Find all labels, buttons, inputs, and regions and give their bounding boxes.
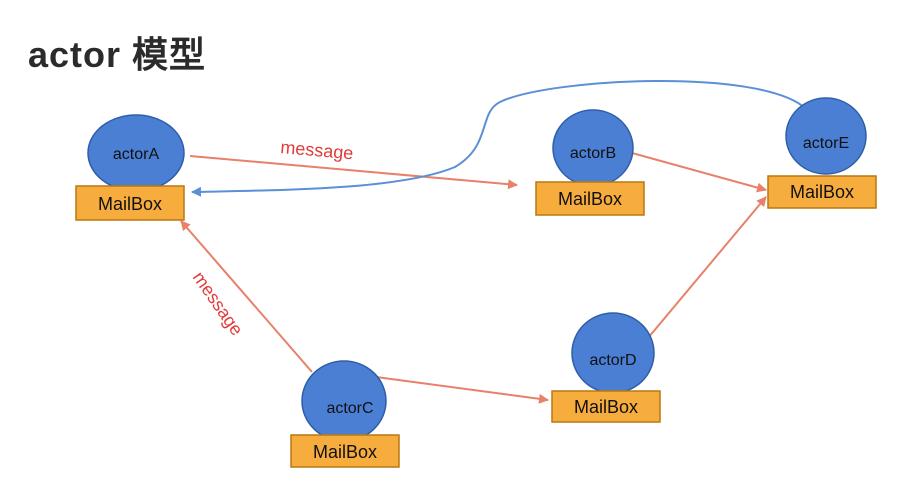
- arrow-actore-to-actora-reply: [191, 79, 806, 197]
- actor-node-b: actorB MailBox: [535, 109, 645, 216]
- arrow-actorc-to-actora: [180, 220, 313, 373]
- slide-title: actor 模型: [28, 34, 207, 75]
- actor-label: actorD: [589, 352, 636, 369]
- mailbox-label: MailBox: [558, 189, 622, 209]
- actor-label: actorE: [803, 135, 849, 152]
- mailbox-box: [290, 434, 400, 468]
- mailbox-label: MailBox: [313, 442, 377, 462]
- actor-node-c: actorC MailBox: [290, 360, 400, 468]
- mailbox-box: [551, 390, 661, 423]
- actor-node-a: actorA MailBox: [75, 114, 185, 221]
- mailbox-box: [75, 185, 185, 221]
- actor-node-e: actorE MailBox: [767, 97, 877, 209]
- actor-label: actorC: [326, 400, 373, 417]
- arrow-actorb-to-actore: [631, 152, 767, 193]
- message-label-a-to-b: message: [280, 137, 355, 163]
- actor-label: actorA: [113, 146, 160, 163]
- mailbox-label: MailBox: [790, 182, 854, 202]
- arrow-actora-to-actorb: [189, 155, 518, 190]
- actor-circle: [785, 97, 867, 175]
- mailbox-box: [535, 181, 645, 216]
- actor-node-d: actorD MailBox: [551, 312, 661, 423]
- message-label-c-to-a: message: [189, 268, 247, 339]
- actor-label: actorB: [570, 145, 616, 162]
- mailbox-label: MailBox: [574, 397, 638, 417]
- mailbox-label: MailBox: [98, 194, 162, 214]
- arrow-actord-to-actore: [647, 196, 767, 339]
- arrows: [180, 79, 806, 404]
- mailbox-box: [767, 175, 877, 209]
- arrow-actorc-to-actord: [375, 376, 549, 404]
